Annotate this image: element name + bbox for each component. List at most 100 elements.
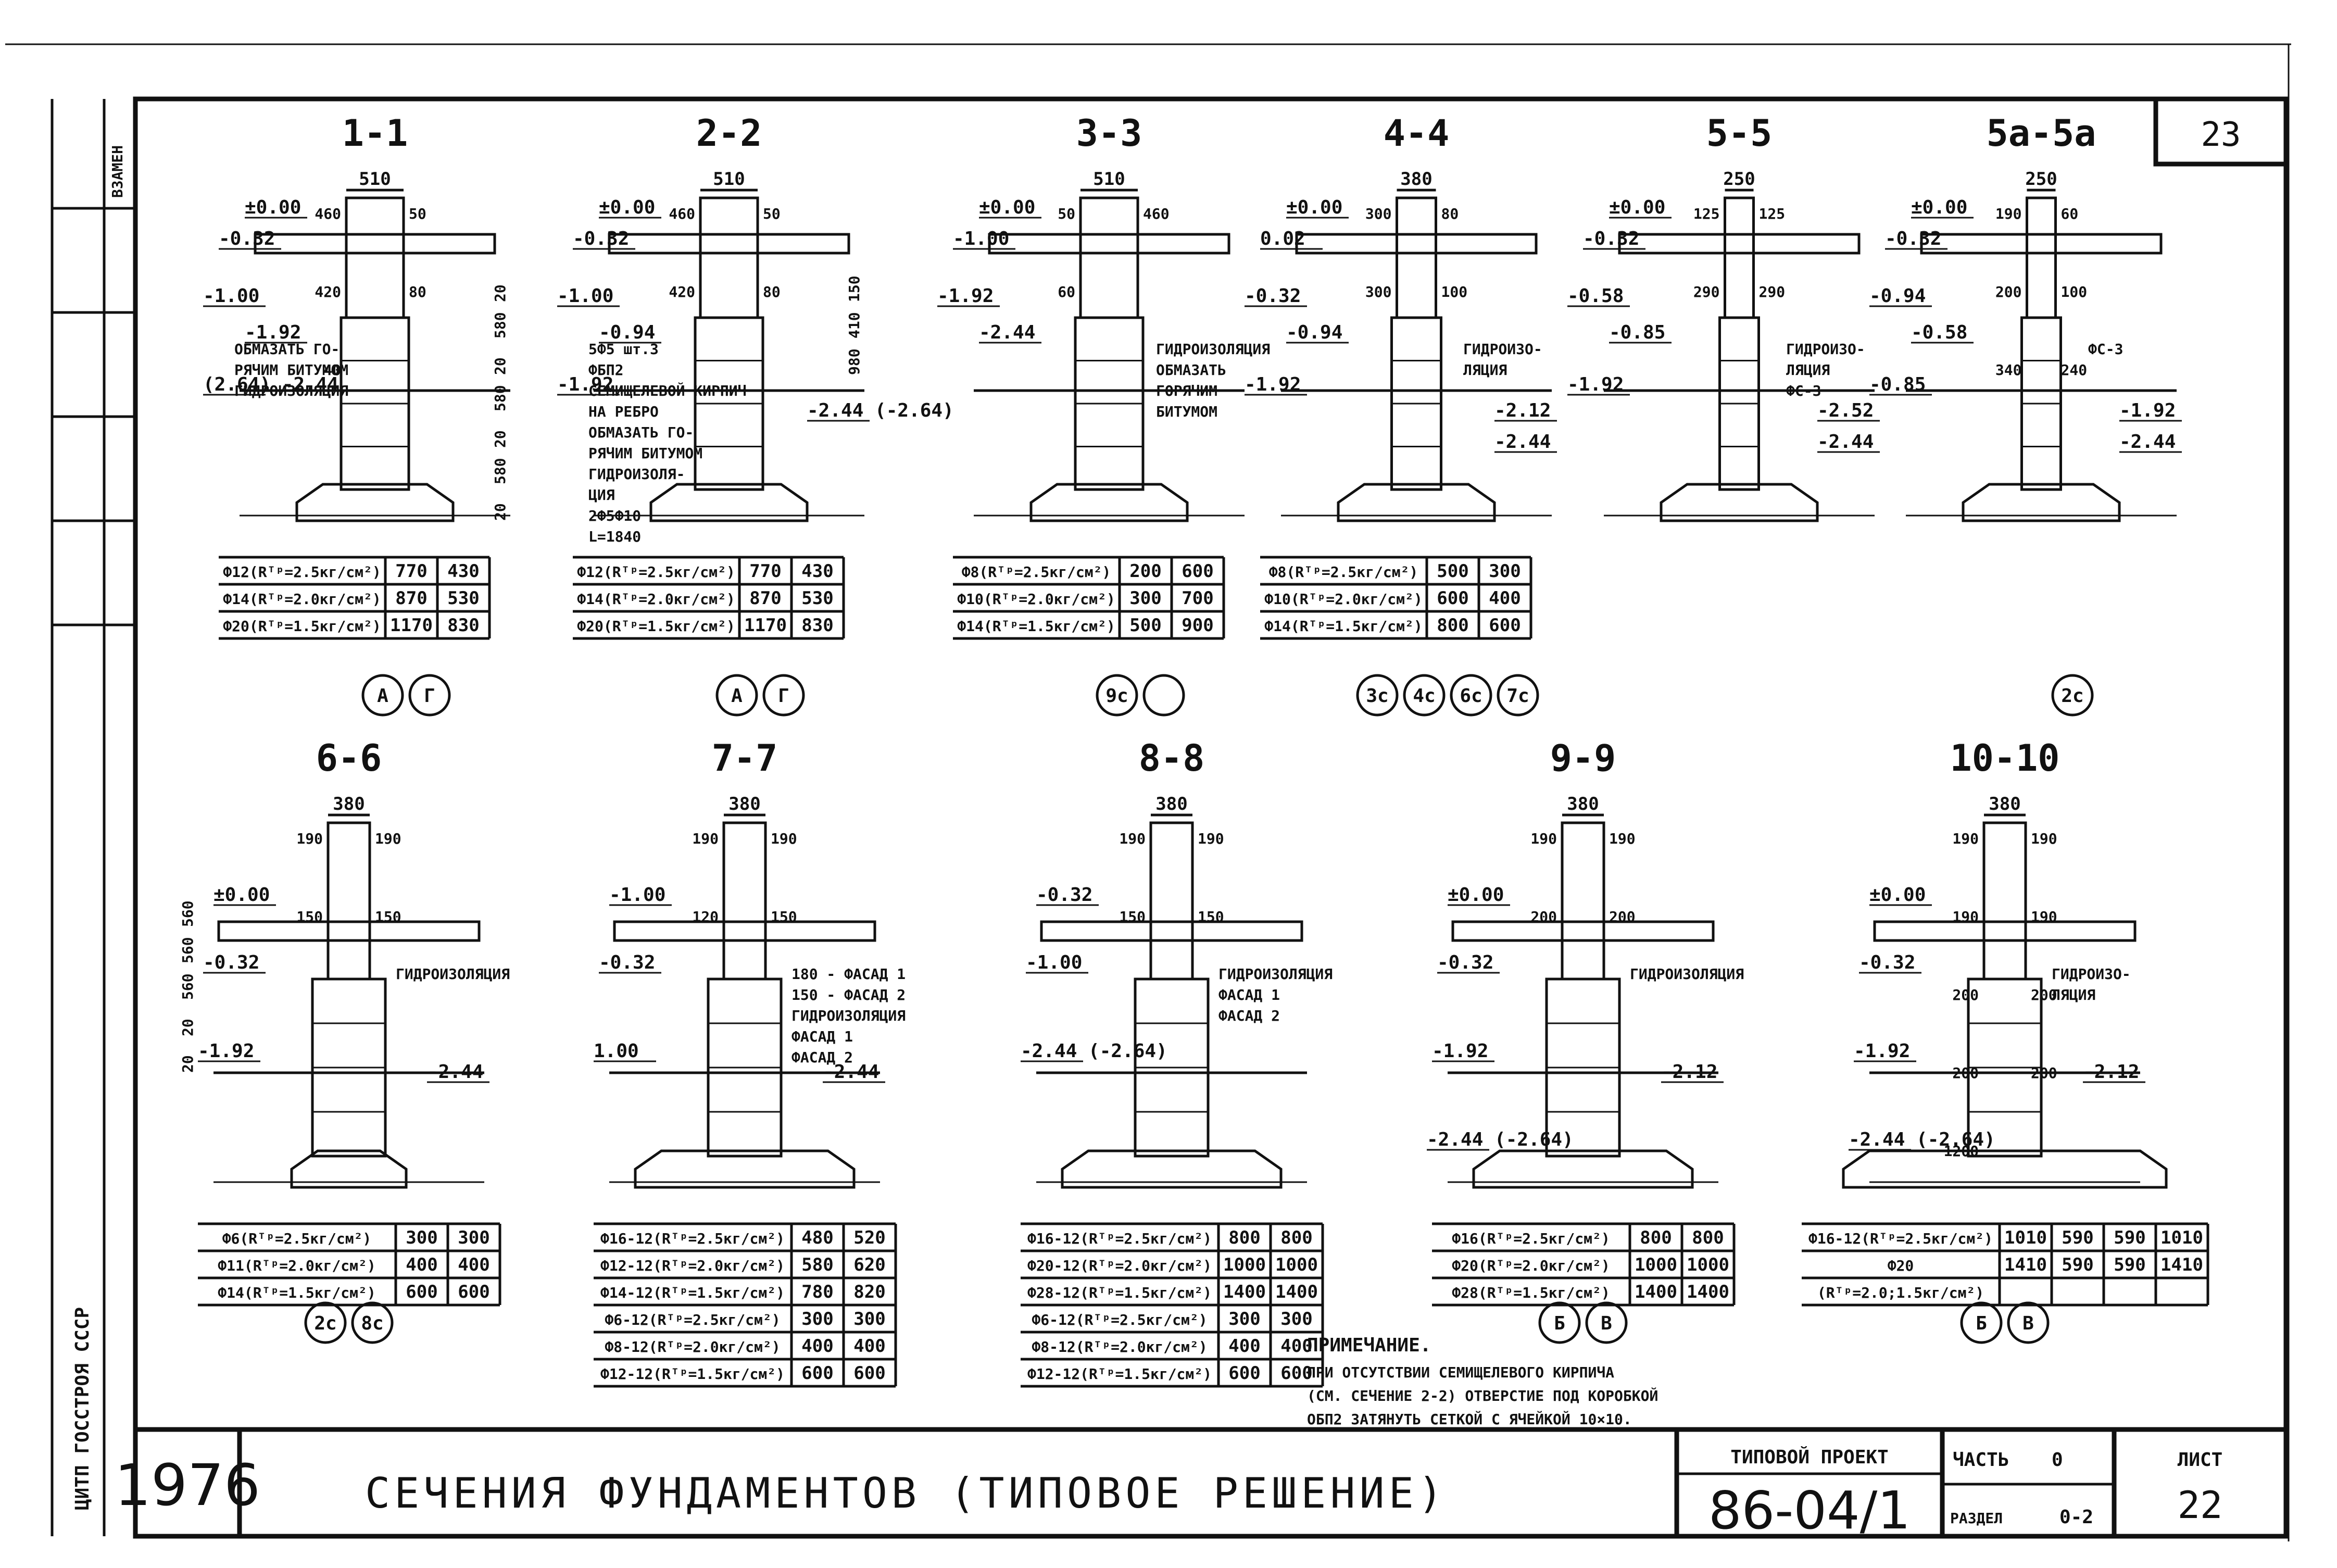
axis-bubble bbox=[2051, 674, 2094, 717]
level-mark: -0.85 bbox=[1609, 322, 1665, 343]
part-label: ЧАСТЬ bbox=[1953, 1449, 2009, 1471]
table-cell: 300 bbox=[1489, 561, 1521, 582]
table-cell: 400 bbox=[1489, 588, 1521, 609]
dimension: 420 bbox=[315, 283, 341, 300]
vertical-dimension: 20 bbox=[179, 1019, 196, 1036]
table-cell: 1400 bbox=[1275, 1282, 1318, 1302]
table-cell: Ф12-12(Rᵀᵖ=1.5кг/см²) bbox=[600, 1365, 785, 1383]
note-label: ЛЯЦИЯ bbox=[1463, 361, 1507, 379]
table-cell: 430 bbox=[801, 561, 833, 582]
note-label: ФАСАД 1 bbox=[1218, 986, 1280, 1003]
dimension: 190 bbox=[692, 830, 719, 847]
table-cell: 580 bbox=[801, 1255, 833, 1275]
level-mark: -0.85 bbox=[1869, 374, 1926, 395]
note-line-2: (СМ. СЕЧЕНИЕ 2-2) ОТВЕРСТИЕ ПОД КОРОБКОЙ bbox=[1307, 1387, 1658, 1404]
floor-slab bbox=[608, 233, 850, 255]
level-mark: -1.92 bbox=[2119, 400, 2176, 421]
note-label: ГИДРОИЗОЛЯЦИЯ bbox=[1218, 965, 1333, 983]
note-label: ФАСАД 2 bbox=[791, 1049, 853, 1066]
level-mark: -2.44 (-2.64) bbox=[1021, 1040, 1167, 1062]
margin-stamp-top: ВЗАМЕН bbox=[109, 145, 126, 198]
axis-label: В bbox=[2022, 1313, 2034, 1334]
sheet-number-box bbox=[2153, 96, 2289, 167]
footing-pad bbox=[1029, 483, 1189, 522]
width-dim: 380 bbox=[1989, 794, 2020, 814]
brick-wall bbox=[722, 821, 767, 981]
table-cell: 800 bbox=[1280, 1227, 1312, 1248]
note-label: СЕМИЩЕЛЕВОЙ КИРПИЧ bbox=[588, 382, 746, 399]
table-cell: Ф14(Rᵀᵖ=1.5кг/см²) bbox=[218, 1284, 375, 1301]
section-title: 1-1 bbox=[342, 112, 408, 155]
table-cell: 620 bbox=[853, 1255, 885, 1275]
section-title: 7-7 bbox=[712, 737, 777, 780]
table-cell: Ф16-12(Rᵀᵖ=2.5кг/см²) bbox=[600, 1230, 785, 1247]
axis-bubble bbox=[1497, 674, 1539, 717]
table-cell: Ф12(Rᵀᵖ=2.5кг/см²) bbox=[223, 563, 381, 581]
title-block: 1976 СЕЧЕНИЯ ФУНДАМЕНТОВ (ТИПОВОЕ РЕШЕНИ… bbox=[115, 1427, 2286, 1541]
level-mark: ±0.00 bbox=[1869, 884, 1926, 906]
axis-bubble bbox=[1403, 674, 1446, 717]
dimension: 460 bbox=[315, 205, 341, 222]
level-mark: 0.02 bbox=[1260, 228, 1305, 249]
level-mark: -0.32 bbox=[573, 228, 629, 249]
table-cell: 1400 bbox=[1635, 1282, 1677, 1302]
vertical-dimension: 20 bbox=[492, 357, 509, 375]
note-label: ОБМАЗАТЬ ГО- bbox=[234, 341, 340, 358]
table-cell: Ф28-12(Rᵀᵖ=1.5кг/см²) bbox=[1027, 1284, 1212, 1301]
note-label: 180 - ФАСАД 1 bbox=[791, 965, 906, 983]
table-cell: Ф20(Rᵀᵖ=2.0кг/см²) bbox=[1452, 1257, 1610, 1274]
dimension: 190 bbox=[2031, 908, 2057, 925]
dimension: 150 bbox=[771, 908, 797, 925]
note-label: ГИДРОИЗОЛЯЦИЯ bbox=[791, 1007, 906, 1024]
axis-label: 2с bbox=[2061, 685, 2083, 707]
table-cell: 1010 bbox=[2160, 1227, 2203, 1248]
note-label: 150 - ФАСАД 2 bbox=[791, 986, 906, 1003]
sheet-frame bbox=[133, 96, 2289, 1539]
dimension: 290 bbox=[1693, 283, 1720, 300]
note-label: ЛЯЦИЯ bbox=[2052, 986, 2095, 1003]
table-cell: 1400 bbox=[1687, 1282, 1729, 1302]
note-label: ГОРЯЧИМ bbox=[1156, 382, 1217, 399]
dimension: 300 bbox=[1365, 205, 1392, 222]
level-mark: -1.92 bbox=[1567, 374, 1624, 395]
section-value: 0-2 bbox=[2059, 1507, 2093, 1528]
table-cell: 1000 bbox=[1275, 1255, 1318, 1275]
drawing-title: СЕЧЕНИЯ ФУНДАМЕНТОВ (ТИПОВОЕ РЕШЕНИЕ) bbox=[365, 1469, 1447, 1517]
table-cell: 1000 bbox=[1223, 1255, 1266, 1275]
dimension: 50 bbox=[409, 205, 426, 222]
vertical-dimension: 20 bbox=[492, 430, 509, 448]
table-cell: 1400 bbox=[1223, 1282, 1266, 1302]
table-cell: 770 bbox=[395, 561, 427, 582]
level-mark: -0.94 bbox=[1286, 322, 1342, 343]
axis-bubble bbox=[1356, 674, 1399, 717]
note-line-3: ОБП2 ЗАТЯНУТЬ СЕТКОЙ С ЯЧЕЙКОЙ 10×10. bbox=[1307, 1410, 1632, 1428]
dimension: 150 bbox=[1198, 908, 1224, 925]
level-mark: -1.92 bbox=[1245, 374, 1301, 395]
section-s4: 4-4380±0.000.02-0.32-0.94-1.92-2.12-2.44… bbox=[1245, 112, 1557, 717]
table-cell: 500 bbox=[1437, 561, 1468, 582]
note-label: L=1840 bbox=[588, 528, 641, 545]
section-title: 8-8 bbox=[1139, 737, 1204, 780]
dimension: 200 bbox=[2031, 986, 2057, 1003]
axis-bubble bbox=[1142, 674, 1185, 717]
dimension: 125 bbox=[1693, 205, 1720, 222]
table-cell: 400 bbox=[1228, 1336, 1260, 1357]
table-cell: Ф8(Rᵀᵖ=2.5кг/см²) bbox=[962, 563, 1111, 581]
level-mark: -0.32 bbox=[1859, 952, 1915, 973]
table-cell: 1410 bbox=[2160, 1255, 2203, 1275]
table-cell: 830 bbox=[801, 615, 833, 636]
margin-stamp: ВЗАМЕН ЦИТП ГОССТРОЯ СССР bbox=[51, 99, 135, 1536]
table-cell: 800 bbox=[1228, 1227, 1260, 1248]
sheet-label: ЛИСТ bbox=[2178, 1449, 2223, 1471]
axis-bubble bbox=[1585, 1301, 1628, 1344]
dimension: 340 bbox=[1995, 361, 2022, 379]
table-cell: Ф11(Rᵀᵖ=2.0кг/см²) bbox=[218, 1257, 375, 1274]
level-mark: -0.32 bbox=[219, 228, 275, 249]
floor-slab bbox=[254, 233, 496, 255]
table-cell: Ф14(Rᵀᵖ=1.5кг/см²) bbox=[1264, 618, 1422, 635]
table-cell: 590 bbox=[2114, 1255, 2145, 1275]
level-mark: -2.12 bbox=[2083, 1061, 2139, 1083]
